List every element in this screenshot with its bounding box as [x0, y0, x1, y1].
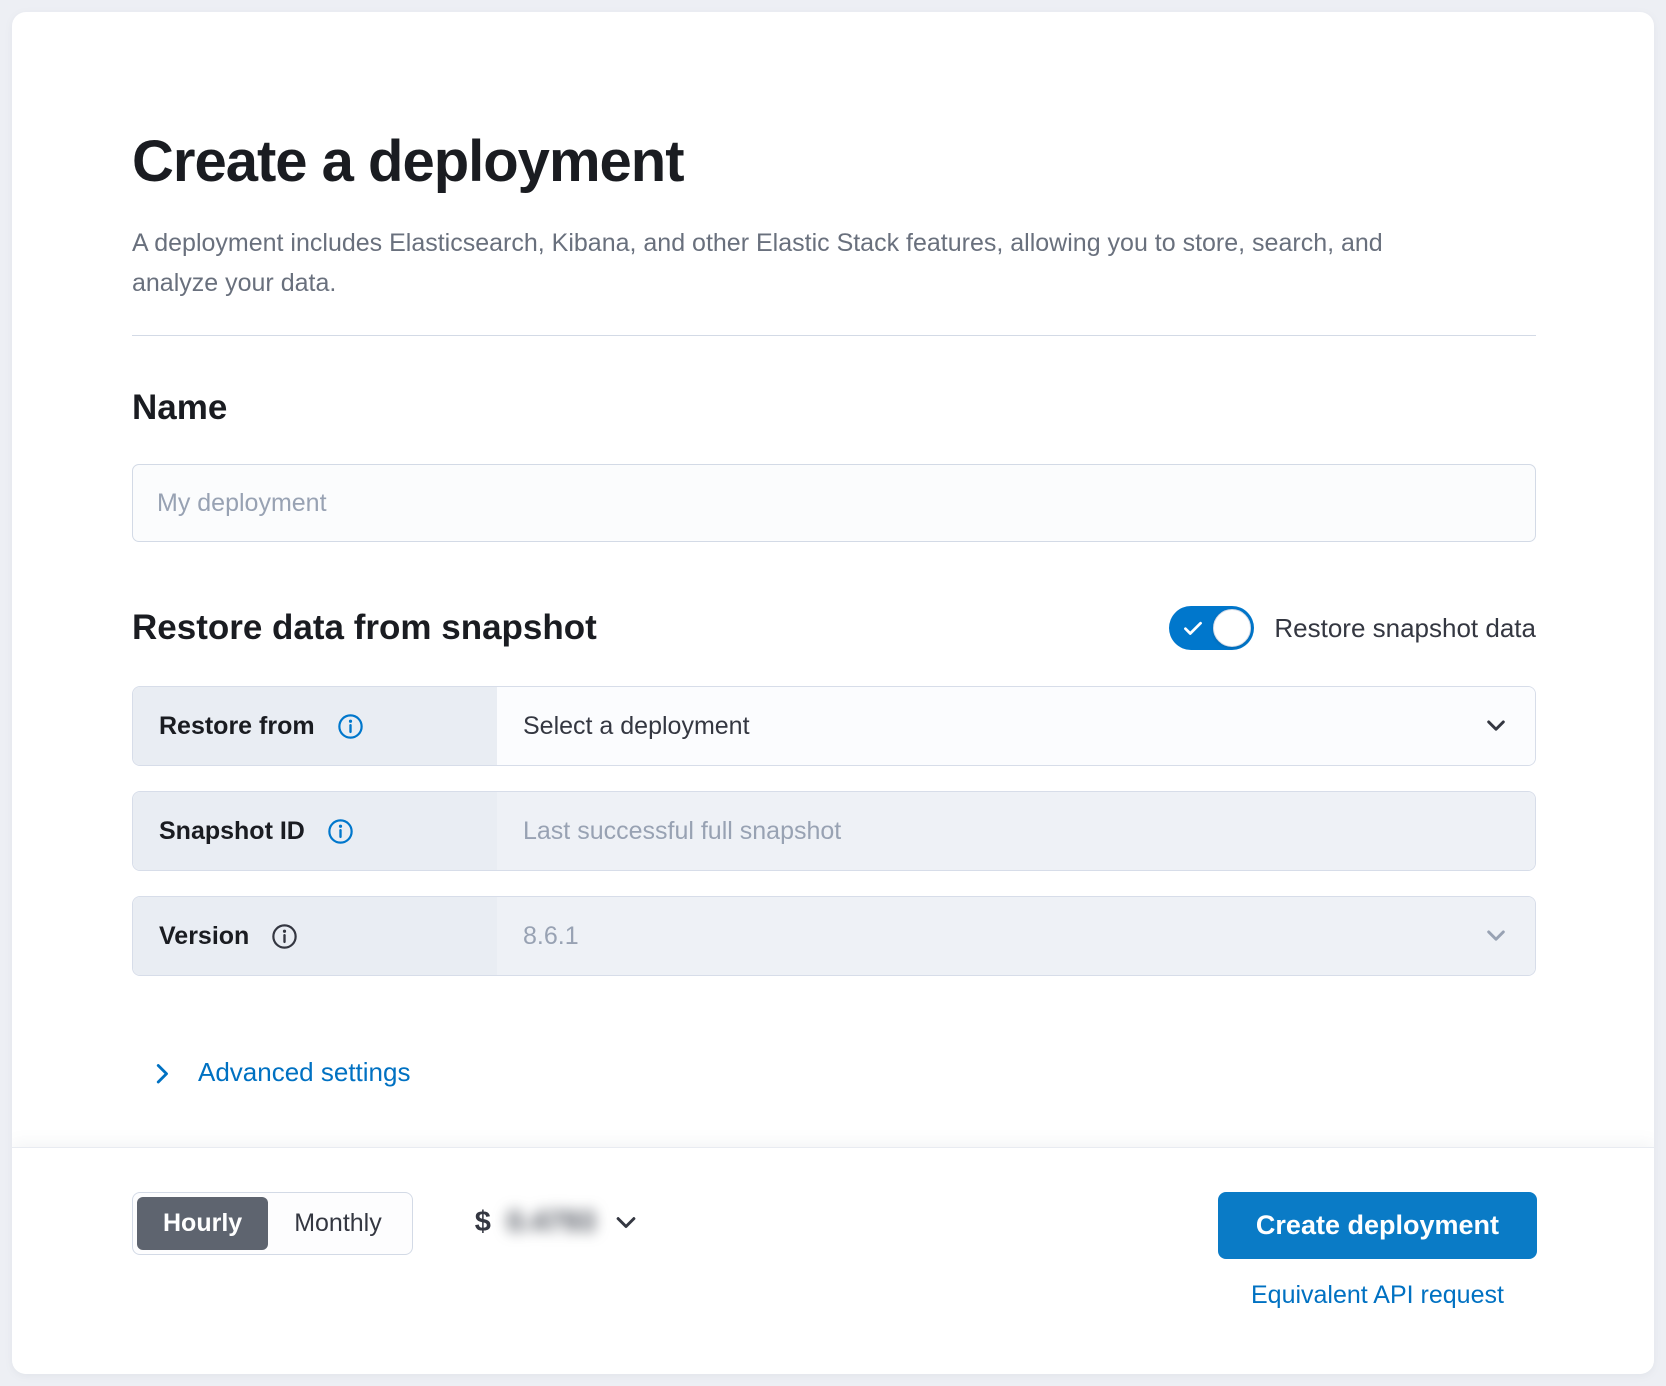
check-icon — [1182, 617, 1204, 639]
info-icon[interactable] — [327, 818, 354, 845]
toggle-label: Restore snapshot data — [1274, 612, 1536, 643]
snapshot-id-input — [523, 816, 1509, 846]
info-icon[interactable] — [337, 713, 364, 740]
restore-section-heading: Restore data from snapshot — [132, 608, 597, 647]
name-section-heading: Name — [132, 388, 228, 427]
restore-from-select[interactable]: Select a deployment — [497, 687, 1535, 765]
snapshot-id-field — [497, 792, 1535, 870]
info-icon[interactable] — [271, 923, 298, 950]
toggle-knob — [1213, 609, 1252, 647]
price-dropdown[interactable]: $ 0.4793 — [475, 1206, 640, 1239]
equivalent-api-request-link[interactable]: Equivalent API request — [1250, 1281, 1504, 1309]
create-deployment-card: Create a deployment A deployment include… — [12, 12, 1654, 1374]
version-select: 8.6.1 — [497, 897, 1535, 975]
main-content: Create a deployment A deployment include… — [12, 12, 1654, 1148]
advanced-settings-link[interactable]: Advanced settings — [150, 1057, 410, 1088]
divider — [132, 335, 1536, 336]
price-amount-blurred: 0.4793 — [506, 1206, 596, 1238]
chevron-down-icon — [1483, 923, 1509, 949]
footer-bar: Hourly Monthly $ 0.4793 Create deploymen… — [12, 1148, 1654, 1374]
restore-snapshot-toggle[interactable] — [1169, 606, 1255, 650]
deployment-name-input[interactable] — [132, 464, 1536, 542]
billing-option-monthly[interactable]: Monthly — [294, 1209, 382, 1237]
version-row: Version 8.6.1 — [132, 896, 1536, 976]
page-title: Create a deployment — [132, 129, 685, 194]
create-deployment-button[interactable]: Create deployment — [1217, 1192, 1537, 1259]
billing-period-toggle: Hourly Monthly — [132, 1192, 413, 1255]
page-subtitle: A deployment includes Elasticsearch, Kib… — [132, 229, 1383, 297]
snapshot-id-label: Snapshot ID — [159, 816, 305, 845]
advanced-settings-label: Advanced settings — [198, 1057, 411, 1087]
chevron-right-icon — [150, 1061, 174, 1085]
chevron-down-icon — [612, 1209, 640, 1237]
restore-from-label-cell: Restore from — [133, 687, 497, 765]
restore-from-label: Restore from — [159, 711, 315, 740]
restore-form: Restore from Select a deployment Snapsho… — [132, 686, 1536, 976]
snapshot-id-row: Snapshot ID — [132, 791, 1536, 871]
version-value: 8.6.1 — [523, 921, 579, 950]
version-label: Version — [159, 921, 250, 950]
snapshot-id-label-cell: Snapshot ID — [133, 792, 497, 870]
version-label-cell: Version — [133, 897, 497, 975]
billing-option-hourly[interactable]: Hourly — [137, 1197, 269, 1250]
restore-from-row: Restore from Select a deployment — [132, 686, 1536, 766]
restore-from-value: Select a deployment — [523, 711, 750, 740]
price-currency: $ — [474, 1206, 491, 1238]
chevron-down-icon — [1483, 713, 1509, 739]
